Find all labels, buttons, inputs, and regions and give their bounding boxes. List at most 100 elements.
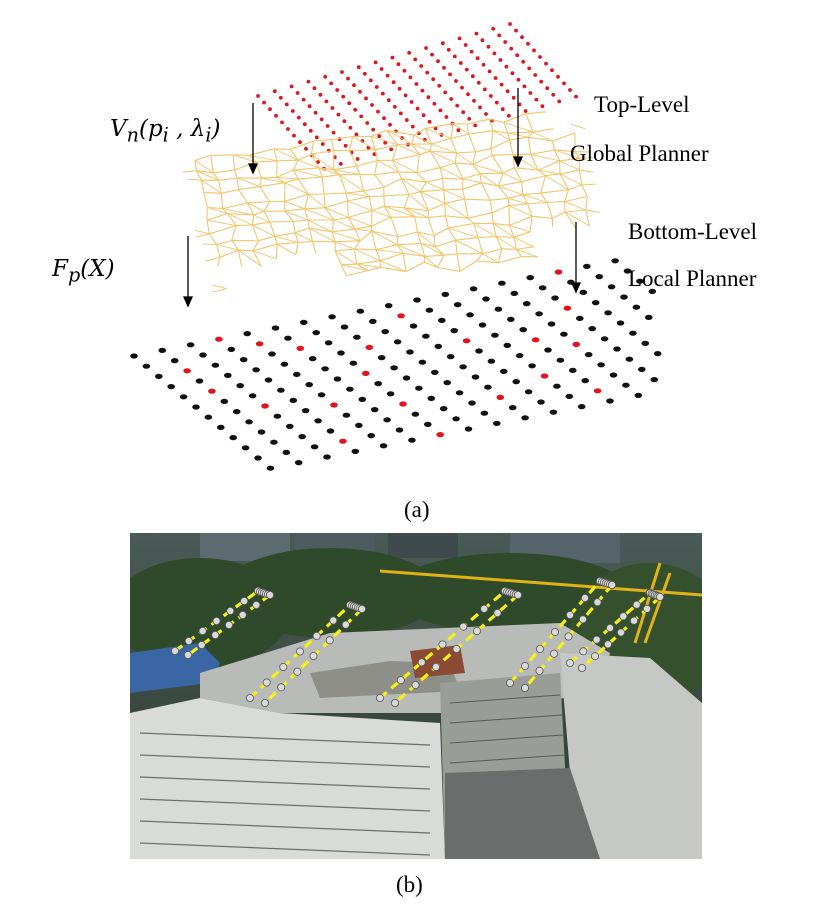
top-level-node: [374, 85, 379, 89]
bottom-level-black-node: [293, 371, 301, 377]
bottom-level-black-node: [393, 339, 402, 345]
top-level-node: [440, 41, 445, 46]
mesh-edge: [440, 162, 456, 169]
top-level-node: [340, 70, 344, 74]
mesh-edge: [396, 244, 425, 257]
mesh-edge: [513, 236, 534, 248]
bottom-level-black-node: [452, 416, 460, 422]
top-level-node: [396, 62, 401, 67]
bottom-level-black-node: [351, 448, 360, 454]
top-level-node: [442, 65, 446, 70]
mesh-edge: [227, 213, 253, 226]
mesh-edge: [408, 194, 429, 212]
mesh-edge: [467, 118, 490, 125]
mesh-edge: [284, 182, 309, 195]
mesh-edge: [292, 221, 296, 233]
mesh-edge: [448, 227, 479, 239]
path-waypoint: [535, 645, 544, 654]
bottom-level-black-node: [252, 367, 260, 373]
mesh-edge: [424, 254, 444, 257]
path-waypoint: [438, 640, 447, 649]
mesh-edge: [497, 248, 503, 263]
mesh-edge: [427, 215, 446, 219]
bottom-level-black-node: [323, 454, 331, 460]
bottom-level-black-node: [616, 320, 625, 326]
top-level-node: [520, 35, 524, 40]
bottom-level-black-node: [254, 455, 262, 461]
bottom-level-black-node: [469, 286, 478, 292]
mesh-edge: [247, 202, 265, 212]
mesh-edge: [308, 193, 326, 209]
top-level-node: [386, 98, 391, 103]
path-waypoint: [375, 693, 384, 702]
mesh-edge: [530, 154, 539, 171]
vn-args-mid: , λ: [168, 116, 206, 142]
mesh-edge: [559, 173, 570, 190]
mesh-edge: [397, 171, 402, 179]
mesh-edge: [383, 193, 409, 197]
mesh-edge: [371, 216, 392, 227]
mesh-edge: [339, 174, 364, 192]
bottom-level-black-node: [333, 376, 342, 382]
mesh-edge: [416, 172, 427, 183]
top-level-node: [532, 48, 536, 53]
bottom-level-black-node: [179, 394, 188, 400]
mesh-edge: [323, 192, 347, 195]
bottom-level-black-node: [521, 415, 529, 421]
bottom-level-black-node: [286, 423, 294, 429]
mesh-edge: [295, 242, 299, 255]
mesh-edge: [346, 190, 364, 194]
top-level-node: [390, 55, 395, 60]
bottom-level-red-node: [540, 373, 549, 379]
top-level-node: [500, 107, 505, 112]
mesh-edge: [467, 217, 475, 224]
bottom-level-black-node: [622, 382, 630, 388]
top-level-node: [551, 92, 556, 97]
mesh-edge: [554, 149, 580, 159]
mesh-edge: [219, 249, 239, 258]
path-waypoint: [240, 597, 249, 606]
mesh-edge: [318, 167, 340, 176]
bottom-level-black-node: [450, 328, 459, 334]
top-level-node: [341, 94, 346, 99]
mesh-edge: [420, 189, 444, 193]
top-level-node: [454, 79, 458, 83]
top-level-node-grid: [256, 22, 578, 171]
mesh-edge: [545, 175, 569, 191]
mesh-edge: [348, 136, 354, 151]
mesh-edge: [284, 193, 309, 202]
mesh-edge: [441, 178, 445, 190]
global-planner-mesh: [182, 111, 600, 293]
mesh-edge: [509, 224, 531, 233]
mesh-edge: [293, 169, 299, 180]
mesh-edge: [530, 149, 555, 155]
mesh-edge: [464, 199, 469, 219]
bottom-level-black-node: [641, 340, 650, 346]
top-level-node: [419, 64, 424, 68]
mesh-edge: [554, 149, 575, 153]
top-level-node: [325, 124, 330, 128]
mesh-edge: [386, 130, 399, 145]
mesh-edge: [227, 213, 254, 216]
mesh-edge: [321, 177, 325, 195]
top-level-node: [410, 124, 415, 129]
path-waypoint: [417, 658, 426, 667]
bottom-level-black-node: [273, 413, 282, 419]
mesh-edge: [455, 239, 483, 255]
mesh-edge: [371, 230, 398, 246]
bottom-level-black-node: [370, 407, 379, 413]
bottom-level-red-node: [296, 345, 305, 351]
mesh-edge: [235, 224, 253, 227]
mesh-edge: [437, 266, 460, 272]
mesh-edge: [311, 241, 317, 254]
mesh-edge: [509, 215, 533, 226]
mesh-edge: [489, 118, 504, 123]
mesh-edge: [304, 208, 309, 221]
bottom-level-black-node: [584, 352, 593, 358]
bottom-level-black-node: [434, 343, 443, 349]
top-level-node: [556, 74, 560, 79]
mesh-edge: [540, 175, 547, 194]
path-waypoint: [493, 609, 502, 618]
top-level-node: [359, 114, 364, 119]
mesh-edge: [212, 172, 220, 181]
